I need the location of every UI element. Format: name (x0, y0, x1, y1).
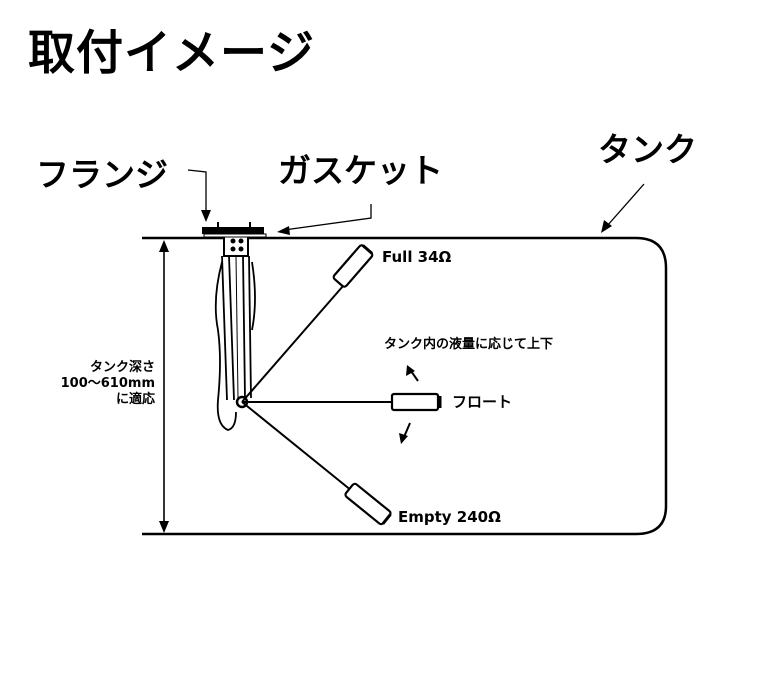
depth-dimension (159, 240, 169, 533)
empty-label: Empty 240Ω (398, 508, 501, 526)
float-arms (241, 277, 392, 492)
float-middle (390, 392, 442, 412)
depth-label-3: に適応 (116, 391, 155, 407)
float-empty (344, 482, 392, 526)
full-label: Full 34Ω (382, 248, 452, 266)
motion-arrows (399, 365, 419, 444)
float-motion-label: タンク内の液量に応じて上下 (384, 336, 553, 352)
float-label: フロート (452, 393, 512, 411)
depth-label-2: 100〜610mm (61, 376, 155, 391)
sender-body (214, 255, 256, 431)
float-full (332, 244, 374, 288)
leader-arrows (187, 169, 645, 231)
depth-label-1: タンク深さ (90, 359, 155, 375)
gasket-label: ガスケット (278, 151, 443, 190)
tank-outline (142, 236, 668, 536)
gasket (203, 233, 267, 238)
tank-label: タンク (598, 130, 697, 169)
flange-label: フランジ (36, 155, 168, 194)
page-title: 取付イメージ (28, 26, 316, 81)
flange (202, 222, 264, 257)
